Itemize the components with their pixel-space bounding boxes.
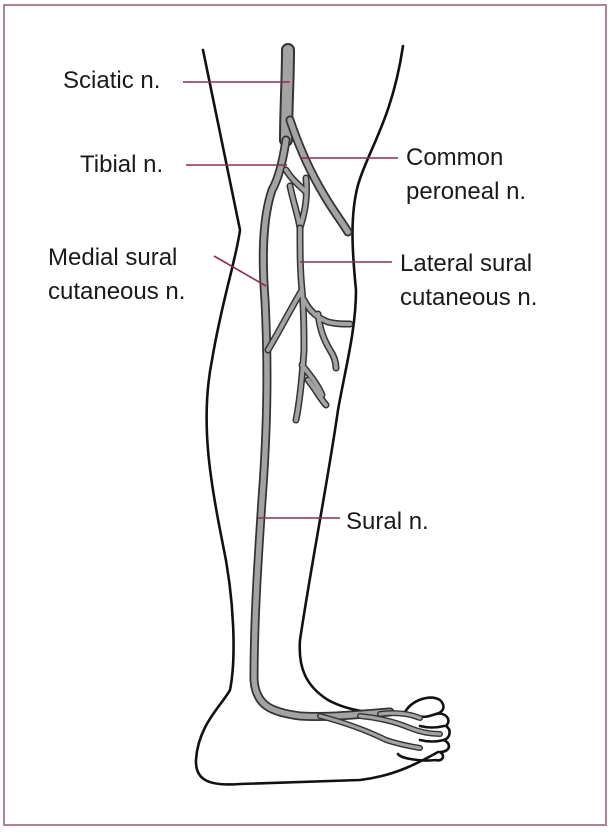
label-common-peroneal-nerve: Common peroneal n. — [406, 144, 527, 205]
nerves — [249, 43, 443, 751]
sciatic-nerve — [281, 45, 293, 145]
tibial-sural-nerve-edge — [249, 135, 395, 722]
medial-sural-leader — [213, 255, 267, 287]
label-sciatic-nerve: Sciatic n. — [63, 67, 161, 94]
label-lateral-sural-cutaneous-nerve: Lateral sural cutaneous n. — [400, 250, 538, 311]
tibial-sural-nerve — [251, 137, 393, 720]
label-sural-nerve: Sural n. — [346, 508, 429, 535]
figure-frame — [3, 4, 607, 826]
leg-left-contour — [194, 48, 440, 786]
label-tibial-nerve: Tibial n. — [80, 151, 164, 178]
lateral-sural-cutaneous-nerve — [266, 226, 352, 422]
leg-outline — [194, 44, 451, 786]
common-peroneal-nerve — [287, 117, 351, 235]
leg-right-contour — [298, 44, 407, 715]
foot-branches — [318, 711, 442, 750]
toes-contour — [396, 696, 451, 762]
leader-lines — [183, 81, 398, 519]
label-medial-sural-cutaneous-nerve: Medial sural cutaneous n. — [48, 244, 186, 305]
